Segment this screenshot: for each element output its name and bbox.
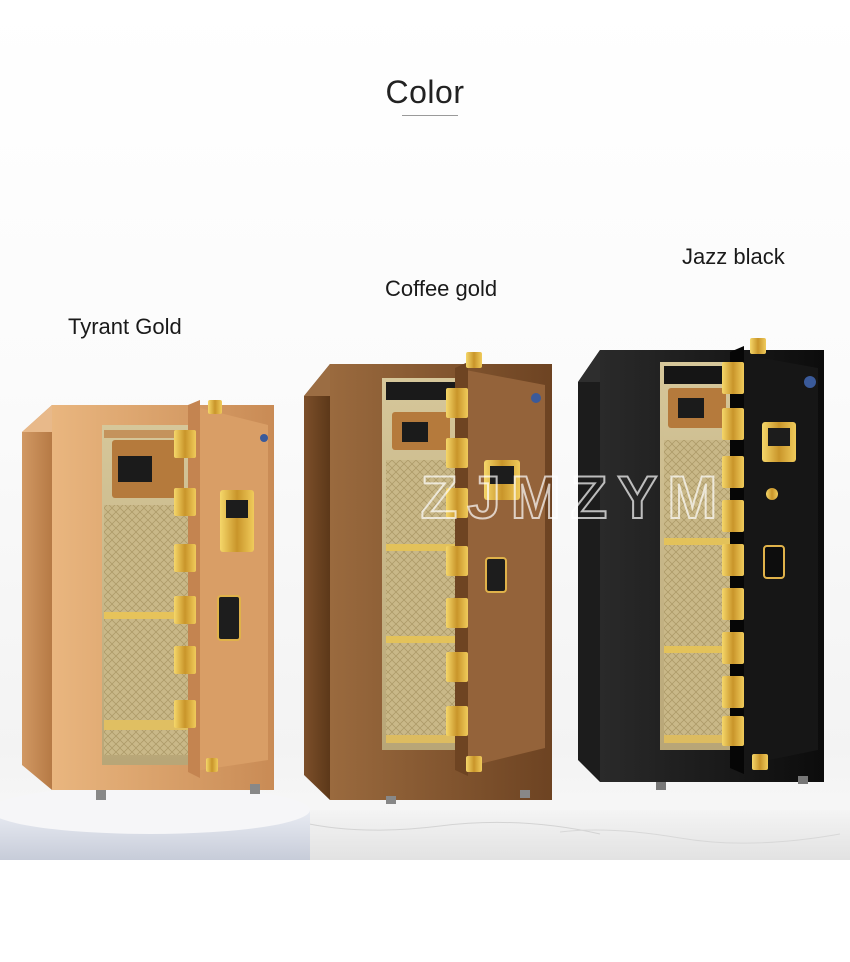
variant-label-jazz-black: Jazz black <box>682 244 785 269</box>
safe-jazz-black <box>578 338 824 790</box>
safe-tyrant-gold <box>22 400 274 800</box>
variant-label-tyrant-gold: Tyrant Gold <box>68 314 182 339</box>
variant-label-coffee-gold: Coffee gold <box>385 276 498 301</box>
title-underline <box>402 115 458 116</box>
podium-base <box>0 810 310 860</box>
brand-watermark: ZJMZYM <box>421 464 728 531</box>
podium-top <box>0 786 310 834</box>
marble-platform <box>292 810 850 860</box>
section-title: Color <box>385 74 465 110</box>
safe-coffee-gold <box>304 352 552 804</box>
